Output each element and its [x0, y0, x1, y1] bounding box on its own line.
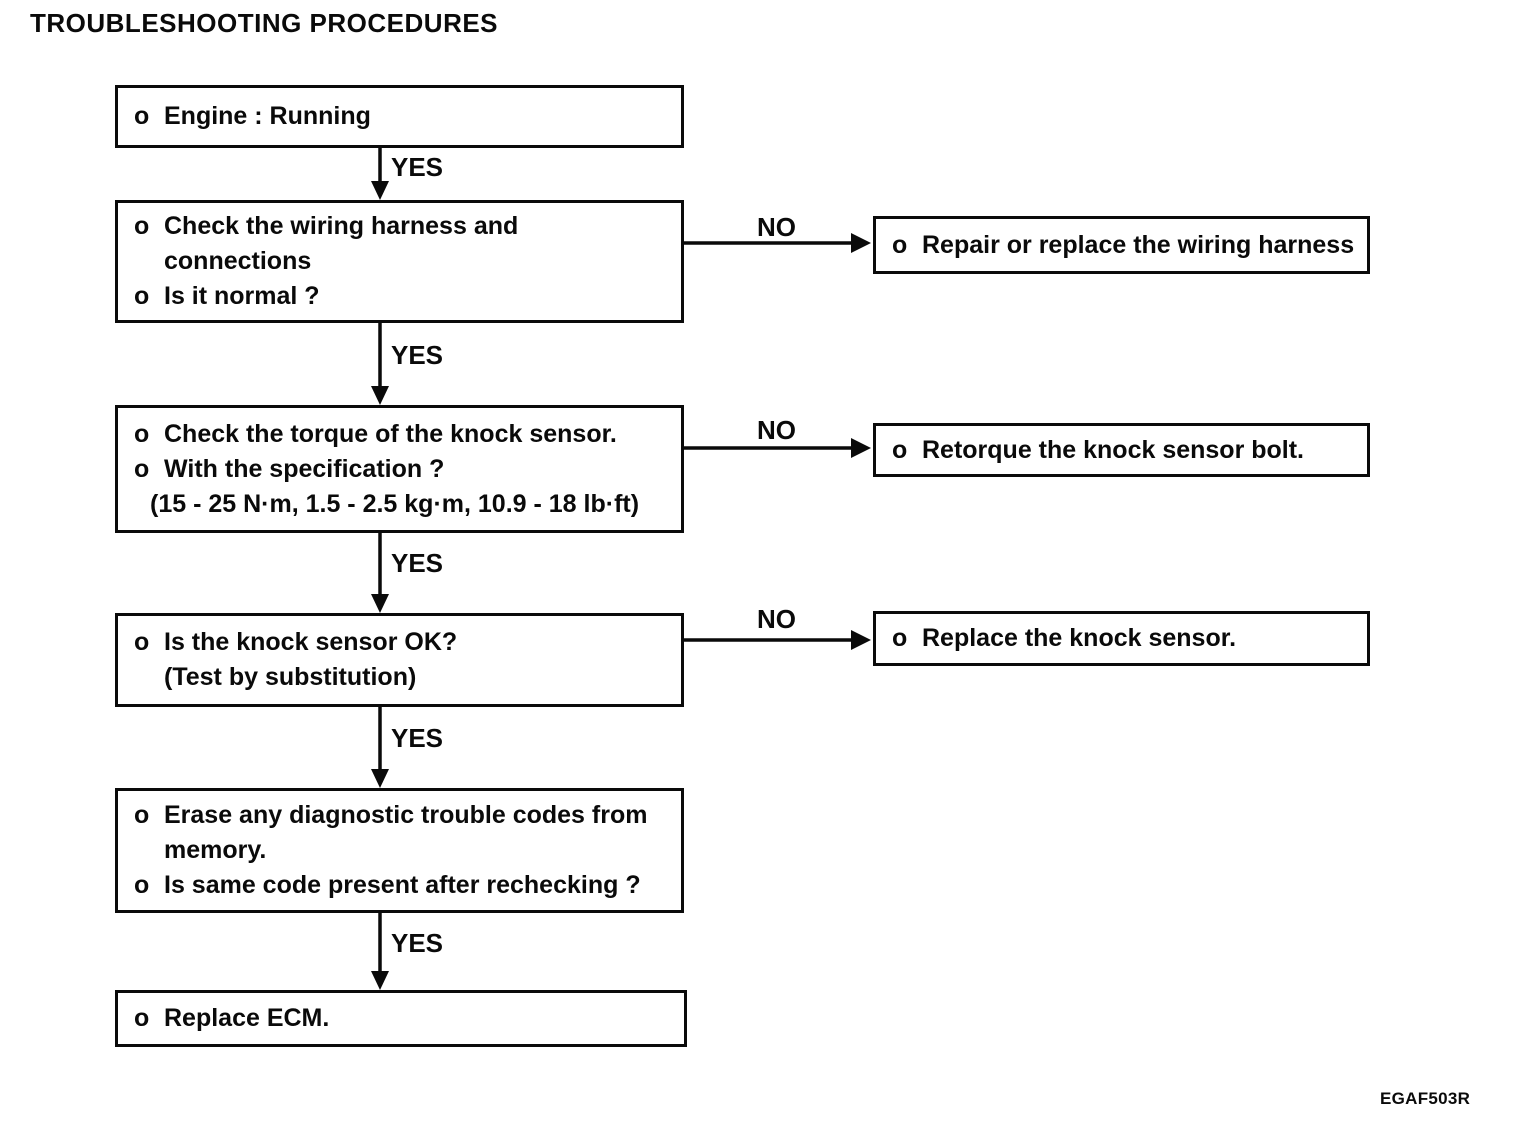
arrow-yes-5 — [371, 913, 389, 990]
step-ecm-text: Replace ECM. — [164, 1004, 330, 1032]
flow-line: o Check the torque of the knock sensor. — [118, 417, 681, 452]
bullet: o — [134, 419, 150, 448]
step-erase-text-2: memory. — [164, 836, 267, 864]
bullet: o — [134, 871, 150, 899]
arrow-yes-3 — [371, 533, 389, 613]
action-repair-text: Repair or replace the wiring harness — [922, 230, 1355, 259]
flow-line: o Is the knock sensor OK? — [118, 625, 681, 660]
bullet: o — [134, 1004, 150, 1032]
figure-code: EGAF503R — [1380, 1089, 1471, 1108]
step-wiring-text-2: connections — [164, 247, 312, 275]
action-repair-wiring-box: o Repair or replace the wiring harness — [873, 216, 1370, 274]
flow-line: o Replace the knock sensor. — [876, 621, 1367, 656]
no-label-1: NO — [757, 212, 796, 242]
no-label-3: NO — [757, 604, 796, 634]
bullet: o — [134, 454, 150, 483]
bullet: o — [134, 801, 150, 829]
yes-label-1: YES — [391, 152, 444, 182]
step-erase-codes-box: o Erase any diagnostic trouble codes fro… — [115, 788, 684, 913]
step-wiring-text-3: Is it normal ? — [164, 282, 320, 310]
flow-line: o Retorque the knock sensor bolt. — [876, 433, 1367, 468]
step-check-wiring-box: o Check the wiring harness and connectio… — [115, 200, 684, 323]
flow-line: memory. — [118, 833, 681, 868]
step-torque-spec-text: (15 - 25 N·m, 1.5 - 2.5 kg·m, 10.9 - 18 … — [150, 489, 640, 518]
step-replace-ecm-box: o Replace ECM. — [115, 990, 687, 1047]
bullet: o — [134, 212, 150, 240]
flow-line: o Repair or replace the wiring harness — [876, 228, 1367, 263]
yes-label-3: YES — [391, 548, 444, 578]
flow-line: o With the specification ? — [118, 452, 681, 487]
flow-line: o Is it normal ? — [118, 279, 681, 314]
yes-label-4: YES — [391, 723, 444, 753]
bullet: o — [134, 102, 150, 130]
flow-line: o Replace ECM. — [118, 1001, 684, 1036]
step-knock-sensor-ok-box: o Is the knock sensor OK? (Test by subst… — [115, 613, 684, 707]
bullet: o — [134, 282, 150, 310]
arrow-yes-2 — [371, 323, 389, 405]
flow-line: o Check the wiring harness and — [118, 209, 681, 244]
page-title: TROUBLESHOOTING PROCEDURES — [30, 8, 499, 38]
step-engine-text: Engine : Running — [164, 102, 371, 130]
action-retorque-text: Retorque the knock sensor bolt. — [922, 435, 1305, 464]
flow-line: o Is same code present after rechecking … — [118, 868, 681, 903]
step-torque-text-1: Check the torque of the knock sensor. — [164, 419, 617, 448]
arrow-yes-4 — [371, 707, 389, 788]
flow-line: o Erase any diagnostic trouble codes fro… — [118, 798, 681, 833]
bullet: o — [134, 628, 150, 656]
bullet: o — [892, 624, 908, 652]
action-retorque-box: o Retorque the knock sensor bolt. — [873, 423, 1370, 477]
yes-label-2: YES — [391, 340, 444, 370]
action-replace-sensor-text: Replace the knock sensor. — [922, 624, 1237, 652]
step-check-torque-box: o Check the torque of the knock sensor. … — [115, 405, 684, 533]
step-engine-running-box: o Engine : Running — [115, 85, 684, 148]
flow-line: (Test by substitution) — [118, 660, 681, 695]
step-torque-text-2: With the specification ? — [164, 454, 445, 483]
bullet: o — [892, 435, 908, 464]
flow-line: (15 - 25 N·m, 1.5 - 2.5 kg·m, 10.9 - 18 … — [118, 487, 681, 522]
yes-label-5: YES — [391, 928, 444, 958]
step-erase-text-1: Erase any diagnostic trouble codes from — [164, 801, 648, 829]
step-wiring-text-1: Check the wiring harness and — [164, 212, 519, 240]
bullet: o — [892, 230, 908, 259]
step-erase-text-3: Is same code present after rechecking ? — [164, 871, 641, 899]
flow-line: o Engine : Running — [118, 99, 681, 134]
step-sensor-text-1: Is the knock sensor OK? — [164, 628, 458, 656]
step-sensor-text-2: (Test by substitution) — [164, 663, 417, 691]
arrow-yes-1 — [371, 148, 389, 200]
no-label-2: NO — [757, 415, 796, 445]
flow-line: connections — [118, 244, 681, 279]
action-replace-sensor-box: o Replace the knock sensor. — [873, 611, 1370, 666]
